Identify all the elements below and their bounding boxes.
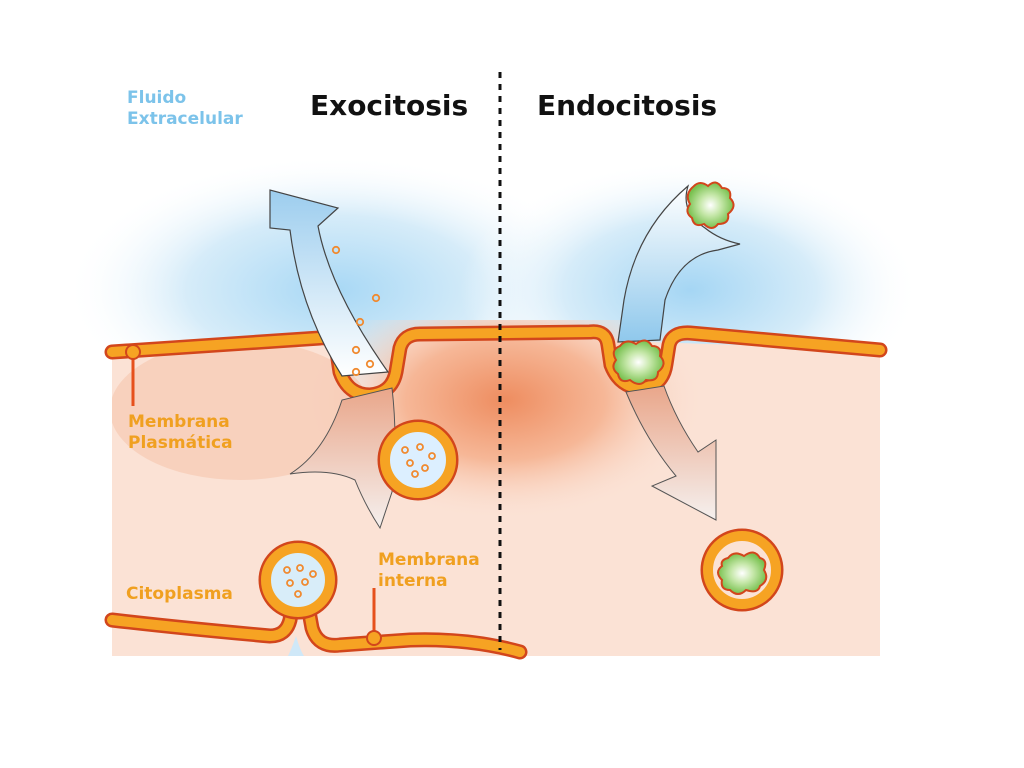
exocytosis-title: Exocitosis xyxy=(310,89,469,122)
internal-membrane-label: Membrana interna xyxy=(378,550,480,591)
plasma-membrane-pointer xyxy=(125,344,141,406)
extracellular-fluid-label-line2: Extracelular xyxy=(127,108,243,129)
endocytosis-title: Endocitosis xyxy=(537,89,718,122)
internal-membrane-label-line2: interna xyxy=(378,570,448,591)
plasma-membrane-label-line2: Plasmática xyxy=(128,432,233,453)
plasma-membrane-label: Membrana Plasmática xyxy=(128,412,233,453)
budding-vesicle xyxy=(258,540,338,620)
endocytosis-inner-arrow xyxy=(625,385,717,521)
cytoplasm-label: Citoplasma xyxy=(126,584,233,604)
exocytosis-arrow xyxy=(269,189,390,377)
plasma-membrane-label-line1: Membrana xyxy=(128,412,230,432)
internal-membrane-label-line1: Membrana xyxy=(378,550,480,570)
extracellular-fluid-label-line1: Fluido xyxy=(127,88,187,108)
cargo-particle-outside xyxy=(686,181,735,229)
endocytic-vesicle xyxy=(700,528,784,612)
internal-membrane xyxy=(104,598,528,660)
extracellular-fluid-label: Fluido Extracelular xyxy=(127,88,243,129)
plasma-membrane xyxy=(104,324,888,403)
internal-membrane-pointer xyxy=(366,588,382,646)
secretory-vesicle xyxy=(377,419,459,501)
cargo-particle-invaginating xyxy=(612,339,665,385)
